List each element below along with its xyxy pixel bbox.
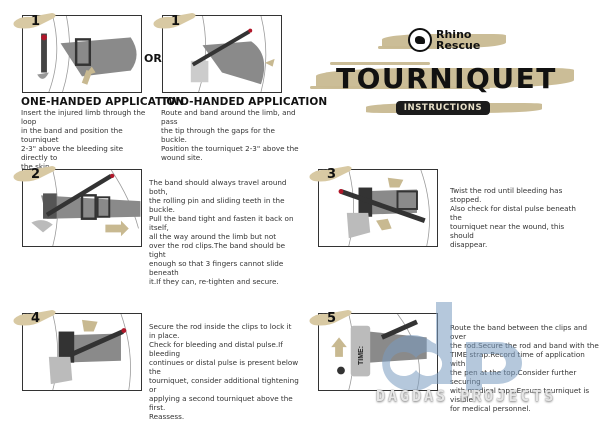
step-number: 1 bbox=[31, 14, 41, 29]
brush-stroke bbox=[310, 86, 490, 89]
step-3-badge: 3 bbox=[308, 165, 354, 185]
step-number: 3 bbox=[327, 167, 337, 182]
brush-stroke bbox=[330, 62, 430, 65]
tourniquet-loop-illustration bbox=[37, 16, 137, 92]
step-4-badge: 4 bbox=[12, 309, 58, 329]
rod-clip-illustration bbox=[48, 314, 131, 390]
band-fasten-illustration bbox=[31, 170, 141, 246]
step-5-badge: 5 bbox=[308, 309, 354, 329]
step-3-description: Twist the rod until bleeding has stopped… bbox=[450, 186, 576, 249]
step-1b-badge: 1 bbox=[152, 12, 198, 32]
pointing-hand-icon bbox=[13, 166, 56, 182]
one-handed-heading: ONE-HANDED APPLICATION bbox=[21, 96, 185, 108]
step-number: 5 bbox=[327, 311, 337, 326]
time-strap-label: TIME: bbox=[358, 345, 366, 366]
step-3-illustration bbox=[318, 169, 438, 247]
rod-twist-illustration bbox=[338, 170, 430, 246]
two-handed-heading: TWO-HANDED APPLICATION bbox=[161, 96, 328, 108]
pointing-hand-icon bbox=[309, 310, 352, 326]
step-2-description: The band should always travel around bot… bbox=[149, 178, 294, 286]
rhino-logo-icon bbox=[408, 28, 432, 52]
subtitle-badge: INSTRUCTIONS bbox=[396, 101, 490, 115]
pointing-hand-icon bbox=[13, 310, 56, 326]
two-handed-description: Route and band around the limb, and pass… bbox=[161, 108, 299, 162]
step-2-illustration bbox=[22, 169, 142, 247]
pointing-hand-icon bbox=[153, 13, 196, 29]
brand-name: Rhino Rescue bbox=[436, 28, 481, 52]
one-handed-description: Insert the injured limb through the loop… bbox=[21, 108, 146, 171]
tourniquet-buckle-illustration bbox=[190, 16, 275, 92]
step-number: 4 bbox=[31, 311, 41, 326]
step-number: 1 bbox=[171, 14, 181, 29]
step-1-two-handed-illustration bbox=[162, 15, 282, 93]
watermark-text: DAGDAS PROJECTS bbox=[376, 387, 557, 405]
brush-stroke bbox=[316, 68, 574, 88]
step-4-description: Secure the rod inside the clips to lock … bbox=[149, 322, 299, 421]
pointing-hand-icon bbox=[13, 13, 56, 29]
pointing-hand-icon bbox=[309, 166, 352, 182]
or-connector: OR bbox=[144, 52, 162, 65]
step-1-badge: 1 bbox=[12, 12, 58, 32]
step-4-illustration bbox=[22, 313, 142, 391]
brush-stroke bbox=[378, 46, 438, 49]
step-2-badge: 2 bbox=[12, 165, 58, 185]
page-title: TOURNIQUET bbox=[336, 62, 557, 95]
step-number: 2 bbox=[31, 167, 41, 182]
step-1-one-handed-illustration bbox=[22, 15, 142, 93]
